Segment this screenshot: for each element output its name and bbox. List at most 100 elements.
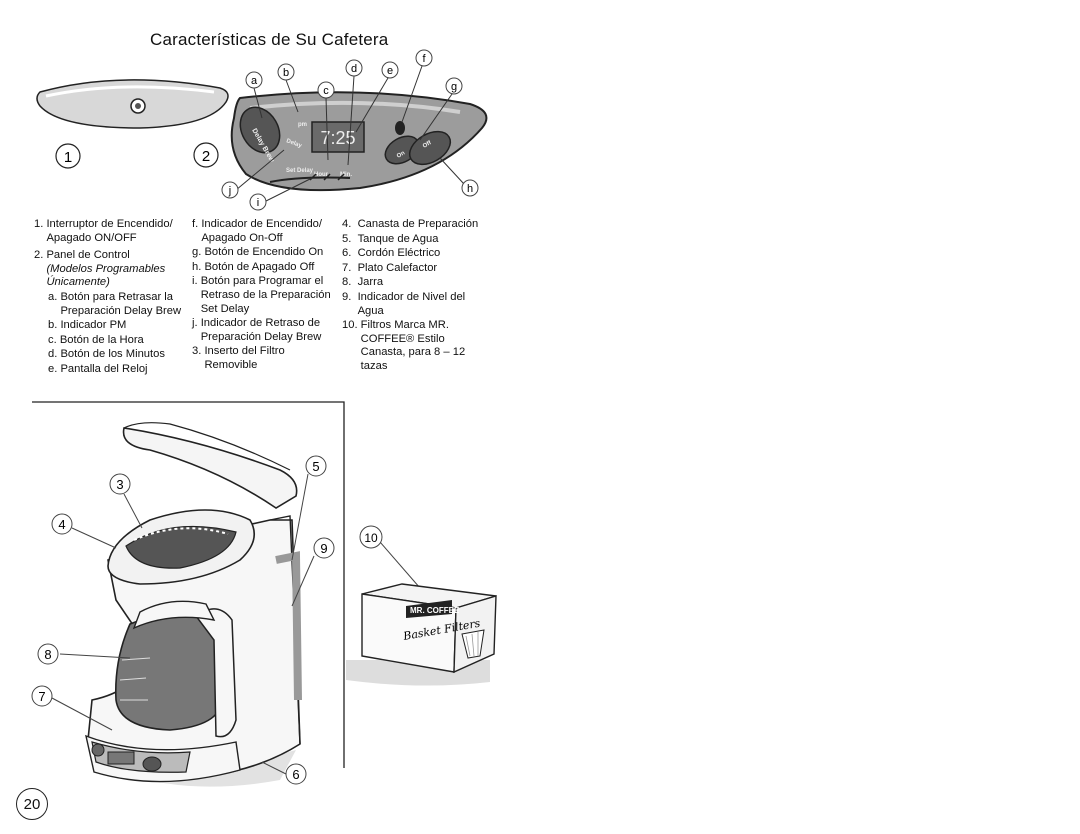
legend-item-i: i. Botón para Programar el Retraso de la… — [192, 275, 340, 316]
legend-number: 7. — [342, 261, 352, 274]
callout-a: a — [251, 75, 258, 87]
legend-item-f: f. Indicador de Encendido/ Apagado On-Of… — [192, 218, 340, 245]
page-number: 20 — [16, 788, 48, 820]
legend-number: j. — [192, 317, 198, 330]
page-title: Características de Su Cafetera — [150, 30, 389, 49]
figure-frame — [32, 401, 345, 768]
callout-c: c — [323, 85, 329, 97]
legend-item-j: j. Indicador de Retraso de Preparación D… — [192, 317, 340, 344]
legend-text: Botón para Retrasar la Preparación Delay… — [60, 290, 182, 317]
display-time: 7:25 — [320, 128, 355, 148]
legend-text: Cordón Eléctrico — [357, 247, 441, 260]
legend-text: Indicador de Nivel del Agua — [357, 290, 466, 317]
label-hour: Hour — [314, 172, 329, 178]
figure-1-number: 1 — [64, 149, 72, 166]
callout-7: 7 — [38, 689, 45, 704]
callout-e: e — [387, 65, 393, 77]
callout-5: 5 — [312, 459, 319, 474]
label-set-delay: Set Delay — [286, 168, 314, 174]
clock-display — [311, 121, 365, 153]
legend-text: Pantalla del Reloj — [60, 362, 148, 375]
legend-item-9: 9. Indicador de Nivel del Agua — [342, 291, 482, 318]
legend-number: i. — [192, 275, 198, 288]
legend-text: Jarra — [357, 276, 384, 289]
legend-column-2: f. Indicador de Encendido/ Apagado On-Of… — [192, 218, 340, 374]
legend-item-b: b. Indicador PM — [34, 319, 204, 333]
callout-g: g — [451, 81, 457, 93]
legend-item-2: 2. Panel de Control(Modelos Programables… — [34, 249, 204, 290]
callout-f: f — [422, 53, 426, 65]
legend-item-a: a. Botón para Retrasar la Preparación De… — [34, 291, 204, 318]
figure-2-control-panel: 7:25 Delay Brew pm Delay Set Delay Hour … — [230, 91, 488, 192]
callout-d: d — [351, 63, 357, 75]
callout-4: 4 — [58, 517, 65, 532]
callout-i: i — [257, 197, 259, 209]
callout-9: 9 — [320, 541, 327, 556]
legend-item-10: 10. Filtros Marca MR. COFFEE® Estilo Can… — [342, 319, 482, 373]
label-on: On — [396, 150, 407, 160]
legend-number: 8. — [342, 276, 352, 289]
legend-text: Botón para Programar el Retraso de la Pr… — [200, 275, 331, 315]
callout-3: 3 — [116, 477, 123, 492]
legend-number: f. — [192, 218, 199, 230]
legend-text: Canasta de Preparación — [357, 218, 479, 230]
legend-text: Inserto del Filtro Removible — [204, 345, 285, 371]
legend-item-6: 6. Cordón Eléctrico — [342, 247, 482, 261]
legend-number: 1. — [34, 218, 44, 230]
legend-text: Indicador PM — [60, 319, 127, 332]
figure-1-switch — [36, 79, 229, 129]
legend-item-7: 7. Plato Calefactor — [342, 262, 482, 276]
legend-item-h: h. Botón de Apagado Off — [192, 261, 340, 275]
figure-2-number: 2 — [202, 148, 210, 165]
legend-number: 2. — [34, 249, 44, 262]
label-pm: pm — [298, 122, 307, 128]
legend-item-e: e. Pantalla del Reloj — [34, 363, 204, 377]
panel-callouts: a b c d e f g h i j — [221, 49, 479, 211]
callout-6: 6 — [292, 767, 299, 782]
legend-number: g. — [192, 246, 202, 259]
legend-item-g: g. Botón de Encendido On — [192, 246, 340, 260]
callout-b: b — [283, 67, 289, 79]
label-delay: Delay — [285, 138, 303, 149]
legend-number: 4. — [342, 218, 352, 230]
legend-number: a. — [48, 290, 58, 303]
figure-1-badge — [55, 143, 81, 169]
mr-coffee-logo — [406, 600, 452, 618]
legend-item-3: 3. Inserto del Filtro Removible — [192, 345, 340, 372]
label-min: Min. — [340, 172, 352, 178]
legend-number: h. — [192, 260, 202, 273]
legend-number: e. — [48, 362, 58, 375]
filter-brand: MR. COFFEE — [410, 606, 460, 615]
filter-box-illustration: MR. COFFEE Basket Filters — [346, 583, 497, 686]
callout-h: h — [467, 183, 473, 195]
label-off: Off — [422, 140, 433, 150]
legend-item-1: 1. Interruptor de Encendido/ Apagado ON/… — [34, 218, 204, 245]
legend-text: Tanque de Agua — [357, 232, 439, 245]
legend-item-4: 4. Canasta de Preparación — [342, 218, 482, 232]
legend-number: 10. — [342, 319, 358, 332]
legend-item-5: 5. Tanque de Agua — [342, 233, 482, 247]
legend-text: Botón de la Hora — [59, 333, 144, 346]
legend-note: (Modelos Programables Únicamente) — [46, 262, 166, 289]
legend-text: Indicador de Encendido/ Apagado On-Off — [201, 218, 322, 244]
legend-text: Interruptor de Encendido/ Apagado ON/OFF — [46, 218, 173, 244]
legend-item-d: d. Botón de los Minutos — [34, 348, 204, 362]
coffee-maker-illustration — [85, 422, 302, 787]
callout-8: 8 — [44, 647, 51, 662]
legend-text: Panel de Control — [46, 249, 130, 262]
legend-text: Botón de los Minutos — [60, 348, 165, 361]
legend-number: 5. — [342, 232, 352, 245]
legend-column-1: 1. Interruptor de Encendido/ Apagado ON/… — [34, 218, 204, 378]
legend-number: d. — [48, 348, 58, 361]
figure-2-badge — [193, 142, 219, 168]
legend-text: Botón de Apagado Off — [204, 260, 315, 273]
legend-item-c: c. Botón de la Hora — [34, 334, 204, 348]
delay-brew-button — [239, 106, 281, 154]
legend-text: Plato Calefactor — [357, 261, 438, 274]
legend-item-8: 8. Jarra — [342, 276, 482, 290]
legend-number: 6. — [342, 247, 352, 260]
callout-j: j — [228, 185, 231, 197]
part-callouts: 3 4 5 6 7 8 9 10 — [31, 455, 383, 785]
on-off-indicator — [395, 121, 405, 135]
